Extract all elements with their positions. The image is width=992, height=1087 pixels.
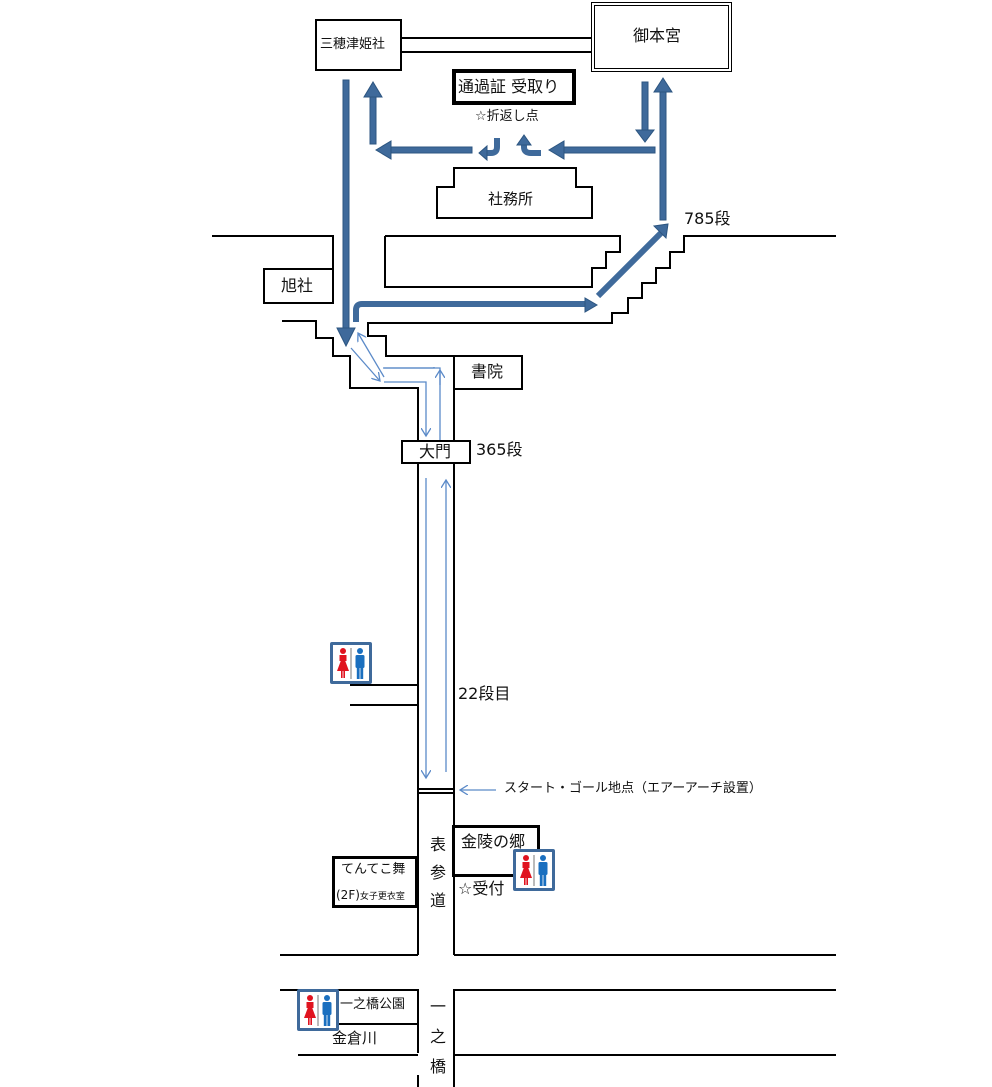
daimon-gate: 大門 xyxy=(401,440,471,464)
male-figure-icon xyxy=(322,995,332,1026)
female-figure-icon xyxy=(304,995,316,1025)
street-char: 一 xyxy=(429,997,446,1016)
shoin-label: 書院 xyxy=(471,362,504,381)
river-label: 金倉川 xyxy=(332,1029,378,1047)
route-arrows xyxy=(336,77,673,348)
pass-receive-box: 通過証 受取り xyxy=(452,69,576,105)
restroom-icon xyxy=(297,989,339,1031)
mihotsuhime-shrine: 三穂津姫社 xyxy=(315,19,402,71)
tenteko-changing-room: 女子更衣室 xyxy=(359,892,405,902)
tenteko-line1: てんてこ舞 xyxy=(341,862,406,877)
street-char: 橋 xyxy=(429,1057,446,1076)
street-char: 参 xyxy=(429,863,446,882)
tenteko-floor: (2F) xyxy=(336,888,360,902)
mihotsuhime-label: 三穂津姫社 xyxy=(320,37,386,52)
street-char: 道 xyxy=(429,891,446,910)
steps-22-label: 22段目 xyxy=(458,684,511,703)
restroom-icon xyxy=(513,849,555,891)
park-label: 一之橋公園 xyxy=(340,997,406,1012)
gohongu-label: 御本宮 xyxy=(633,26,682,45)
street-char: 表 xyxy=(429,835,446,854)
thin-route-arrows xyxy=(350,333,496,790)
female-figure-icon xyxy=(520,855,532,885)
start-goal-label: スタート・ゴール地点（エアーアーチ設置） xyxy=(504,781,762,796)
male-figure-icon xyxy=(538,855,548,886)
tenteko-building: てんてこ舞 (2F)女子更衣室 xyxy=(332,856,418,908)
reception-label: ☆受付 xyxy=(458,879,505,898)
restroom-icon xyxy=(330,642,372,684)
street-char: 之 xyxy=(429,1027,446,1046)
tenteko-line2: (2F)女子更衣室 xyxy=(336,886,405,902)
asahi-label: 旭社 xyxy=(281,276,314,295)
shamusho-building xyxy=(436,167,593,219)
steps-785-label: 785段 xyxy=(684,209,731,228)
male-figure-icon xyxy=(355,648,365,679)
gohongu-main-shrine: 御本宮 xyxy=(591,2,732,72)
daimon-label: 大門 xyxy=(419,442,452,461)
pass-receive-label: 通過証 受取り xyxy=(458,77,560,96)
turnaround-label: ☆折返し点 xyxy=(475,109,539,124)
shoin-building: 書院 xyxy=(453,355,523,390)
shamusho-label: 社務所 xyxy=(488,190,534,208)
asahi-shrine: 旭社 xyxy=(263,268,334,304)
female-figure-icon xyxy=(337,648,349,678)
ichinohashi-label: 一 之 橋 xyxy=(428,992,448,1082)
omotesando-label: 表 参 道 xyxy=(428,831,448,915)
steps-365-label: 365段 xyxy=(476,440,523,459)
kanryo-label: 金陵の郷 xyxy=(461,832,526,851)
